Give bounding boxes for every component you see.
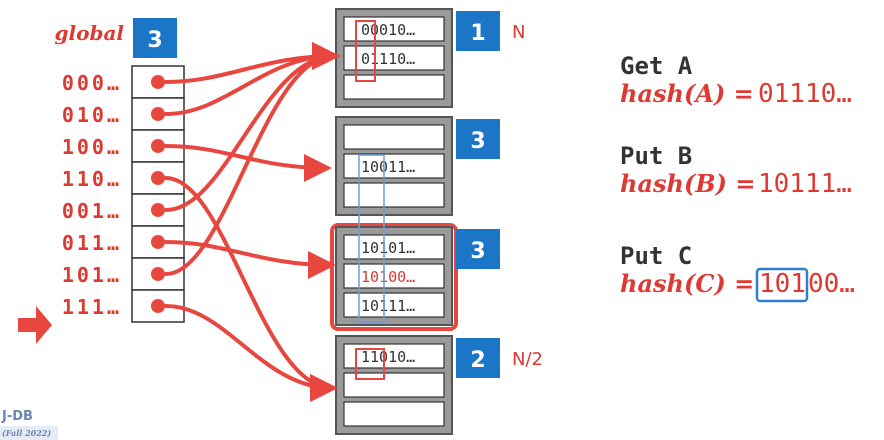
operation-hash-value: 01110… bbox=[758, 79, 852, 109]
local-depth-box bbox=[456, 11, 500, 51]
directory-slot: 110… bbox=[62, 161, 185, 195]
local-depth-box bbox=[456, 338, 500, 378]
local-depth-box bbox=[456, 229, 500, 269]
directory-slot-label: 011… bbox=[62, 231, 122, 255]
pointer-dot-icon bbox=[151, 299, 165, 313]
directory-pointer-arrow bbox=[164, 42, 340, 212]
bucket-entry-key: 01110… bbox=[361, 50, 415, 68]
pointer-dot-icon bbox=[151, 107, 165, 121]
pointer-dot-icon bbox=[151, 75, 165, 89]
global-depth-value: 3 bbox=[147, 28, 162, 53]
local-depth-value: 2 bbox=[470, 348, 485, 373]
hash-prefix-highlight-box bbox=[755, 267, 809, 303]
local-depth-value: 3 bbox=[470, 129, 485, 154]
operation-title: Put C bbox=[620, 242, 692, 270]
directory: 000… 010… 100… 110… 001… 011… 101… 111… bbox=[62, 65, 185, 323]
pointer-dot-icon bbox=[151, 235, 165, 249]
directory-pointer-arrow bbox=[164, 176, 338, 402]
global-label: global bbox=[55, 21, 125, 45]
operation-hash-prefix: 101 bbox=[759, 269, 806, 299]
bucket-entry bbox=[343, 234, 445, 260]
directory-slot: 101… bbox=[62, 257, 185, 291]
highlight-prefix-bucket-4 bbox=[355, 348, 385, 380]
operation-hash-value: 10111… bbox=[758, 169, 852, 199]
pointer-dot-icon bbox=[151, 203, 165, 217]
bucket-entry bbox=[343, 372, 445, 398]
pointer-dot-icon bbox=[151, 171, 165, 185]
operation-title: Get A bbox=[620, 52, 693, 80]
operation-hash-expr: hash(C) = bbox=[620, 269, 754, 298]
directory-slot-label: 001… bbox=[62, 199, 122, 223]
operation-hash-expr: hash(B) = bbox=[620, 169, 755, 198]
bucket-entry bbox=[343, 401, 445, 427]
bucket-entry-key: 10011… bbox=[361, 158, 415, 176]
current-slot-arrow-icon bbox=[18, 306, 52, 344]
bucket-entry bbox=[343, 182, 445, 208]
pointer-dot-icon bbox=[151, 267, 165, 281]
bucket-note: N bbox=[512, 22, 525, 43]
global-depth-box bbox=[133, 18, 177, 58]
directory-slot-label: 111… bbox=[62, 295, 122, 319]
local-depth-box bbox=[456, 119, 500, 159]
local-depth-value: 3 bbox=[470, 239, 485, 264]
directory-slot-label: 101… bbox=[62, 263, 122, 287]
operation-get-a: Get A hash(A) = 01110… bbox=[620, 52, 852, 109]
highlight-prefix-bucket-1 bbox=[355, 20, 376, 82]
bucket-entry bbox=[343, 292, 445, 318]
directory-pointer-arrow bbox=[164, 42, 340, 116]
bucket-note: N/2 bbox=[512, 349, 543, 370]
directory-slot-label: 000… bbox=[62, 71, 122, 95]
local-depth-value: 1 bbox=[470, 21, 485, 46]
directory-pointer-arrow bbox=[164, 144, 332, 182]
directory-slot-label: 010… bbox=[62, 103, 122, 127]
operation-hash-suffix: 00… bbox=[808, 269, 855, 299]
directory-pointer-arrow bbox=[164, 240, 336, 279]
highlight-prefix-split-buckets bbox=[358, 154, 385, 323]
bucket-entry-key: 10101… bbox=[361, 239, 415, 257]
bucket-entry-key: 00010… bbox=[361, 21, 415, 39]
operation-put-b: Put B hash(B) = 10111… bbox=[620, 142, 852, 199]
footer-brand: J-DB bbox=[1, 409, 33, 424]
bucket-entry bbox=[343, 45, 445, 71]
bucket-entry-key: 11010… bbox=[361, 348, 415, 366]
bucket-entry-key: 10100… bbox=[361, 268, 415, 286]
operation-put-c: Put C hash(C) = 101 00… bbox=[620, 242, 855, 303]
bucket-4: 11010… 2 N/2 bbox=[335, 335, 543, 435]
bucket-entry bbox=[343, 74, 445, 100]
footer-term-bg bbox=[0, 426, 58, 440]
bucket-3: 10101… 10100… 10111… 3 bbox=[330, 223, 500, 331]
bucket-entry-key: 10111… bbox=[361, 297, 415, 315]
bucket-1: 00010… 01110… 1 N bbox=[335, 8, 525, 108]
operation-hash-expr: hash(A) = bbox=[620, 79, 754, 108]
bucket-entry bbox=[343, 263, 445, 289]
directory-pointer-arrow bbox=[164, 304, 338, 402]
bucket-2: 10011… 3 bbox=[335, 116, 500, 216]
bucket-entry bbox=[343, 153, 445, 179]
bucket-entry bbox=[343, 124, 445, 150]
pointer-dot-icon bbox=[151, 139, 165, 153]
directory-pointers bbox=[164, 42, 340, 402]
buckets: 00010… 01110… 1 N 10011… 3 10101… 10100… 10111… 3… bbox=[330, 8, 543, 435]
directory-slot-label: 100… bbox=[62, 135, 122, 159]
directory-pointer-arrow bbox=[164, 42, 340, 276]
directory-slot-label: 110… bbox=[62, 167, 122, 191]
operation-title: Put B bbox=[620, 142, 692, 170]
footer-term: (Fall 2022) bbox=[2, 428, 51, 438]
